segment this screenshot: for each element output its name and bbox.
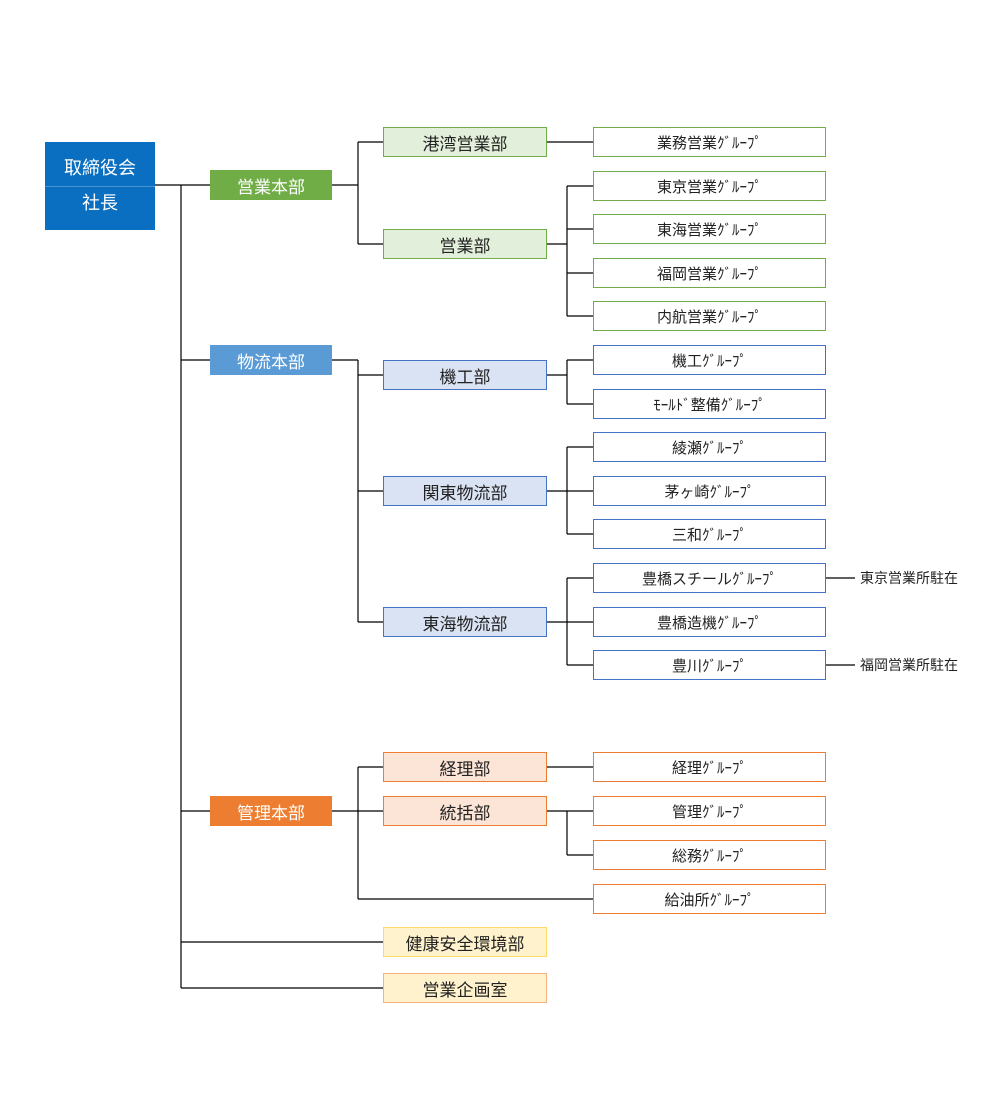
group-ayase: 綾瀬ｸﾞﾙｰﾌﾟ bbox=[593, 432, 826, 462]
group-coastal-sales: 内航営業ｸﾞﾙｰﾌﾟ bbox=[593, 301, 826, 331]
dept-accounting: 経理部 bbox=[383, 752, 547, 782]
group-toyokawa: 豊川ｸﾞﾙｰﾌﾟ bbox=[593, 650, 826, 680]
note-tokyo-office: 東京営業所駐在 bbox=[860, 571, 958, 587]
group-fukuoka-sales: 福岡営業ｸﾞﾙｰﾌﾟ bbox=[593, 258, 826, 288]
group-accounting: 経理ｸﾞﾙｰﾌﾟ bbox=[593, 752, 826, 782]
group-management: 管理ｸﾞﾙｰﾌﾟ bbox=[593, 796, 826, 826]
group-business-sales: 業務営業ｸﾞﾙｰﾌﾟ bbox=[593, 127, 826, 157]
group-tokai-sales: 東海営業ｸﾞﾙｰﾌﾟ bbox=[593, 214, 826, 244]
group-toyohashi-zouki: 豊橋造機ｸﾞﾙｰﾌﾟ bbox=[593, 607, 826, 637]
dept-sales-planning: 営業企画室 bbox=[383, 973, 547, 1003]
note-fukuoka-office: 福岡営業所駐在 bbox=[860, 658, 958, 674]
ceo-label-board: 取締役会 bbox=[64, 157, 136, 179]
dept-port-sales: 港湾営業部 bbox=[383, 127, 547, 157]
group-general-affairs: 総務ｸﾞﾙｰﾌﾟ bbox=[593, 840, 826, 870]
dept-sales: 営業部 bbox=[383, 229, 547, 259]
ceo-box: 取締役会 社長 bbox=[45, 142, 155, 230]
ceo-divider bbox=[45, 185, 155, 187]
group-tokyo-sales: 東京営業ｸﾞﾙｰﾌﾟ bbox=[593, 171, 826, 201]
dept-hse: 健康安全環境部 bbox=[383, 927, 547, 957]
dept-tokai-logistics: 東海物流部 bbox=[383, 607, 547, 637]
hq-logistics: 物流本部 bbox=[210, 345, 332, 375]
group-machinery: 機工ｸﾞﾙｰﾌﾟ bbox=[593, 345, 826, 375]
ceo-label-president: 社長 bbox=[82, 192, 118, 214]
hq-admin: 管理本部 bbox=[210, 796, 332, 826]
dept-control: 統括部 bbox=[383, 796, 547, 826]
hq-sales: 営業本部 bbox=[210, 170, 332, 200]
group-fuel-station: 給油所ｸﾞﾙｰﾌﾟ bbox=[593, 884, 826, 914]
group-chigasaki: 茅ヶ崎ｸﾞﾙｰﾌﾟ bbox=[593, 476, 826, 506]
group-mold-maintenance: ﾓｰﾙﾄﾞ整備ｸﾞﾙｰﾌﾟ bbox=[593, 389, 826, 419]
dept-kanto-logistics: 関東物流部 bbox=[383, 476, 547, 506]
group-sanwa: 三和ｸﾞﾙｰﾌﾟ bbox=[593, 519, 826, 549]
dept-machinery: 機工部 bbox=[383, 360, 547, 390]
group-toyohashi-steel: 豊橋スチールｸﾞﾙｰﾌﾟ bbox=[593, 563, 826, 593]
